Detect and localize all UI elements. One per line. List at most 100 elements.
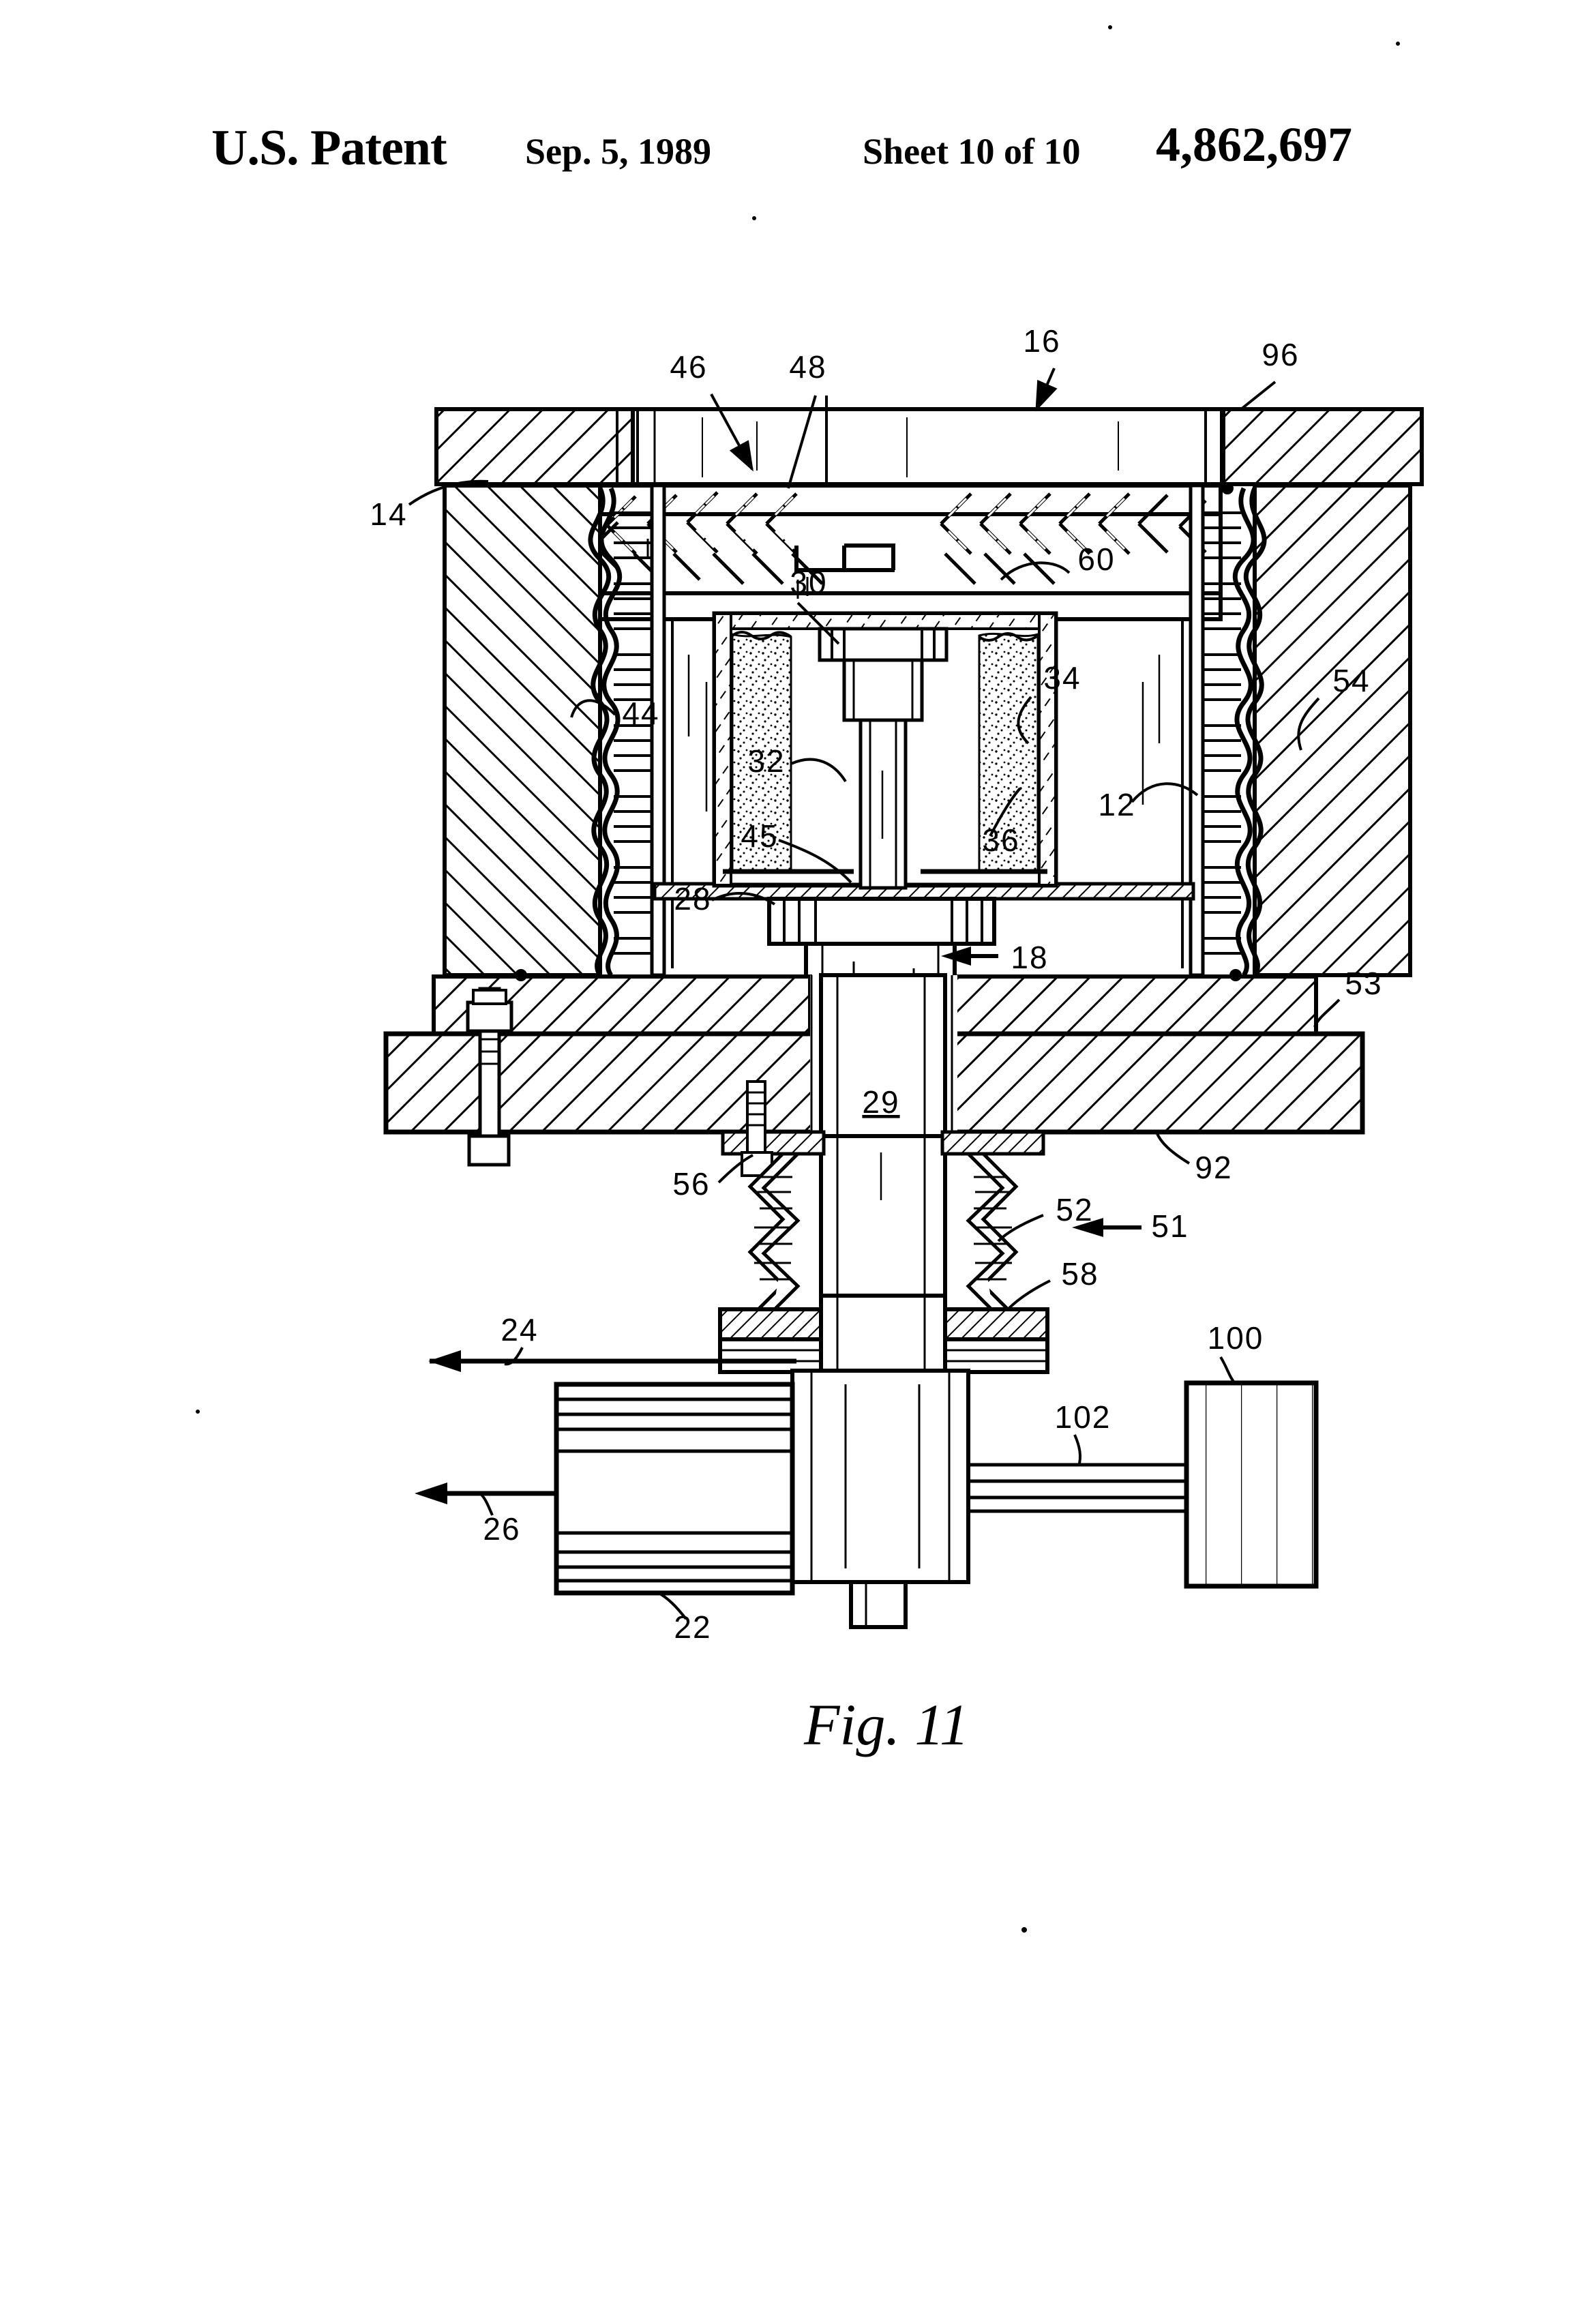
ref-numeral-24: 24 — [501, 1312, 538, 1347]
right-liner-hatch — [1203, 511, 1241, 955]
chevron-hatch-right-ticks — [947, 497, 1126, 550]
top-flange-assembly — [434, 407, 1424, 494]
figure-caption: Fig. 11 — [803, 1692, 969, 1757]
leader-102 — [1073, 1434, 1081, 1467]
drive-assembly — [415, 1350, 1319, 1629]
leader-46 — [710, 393, 753, 472]
leader-26 — [480, 1493, 494, 1516]
left-corrugated-liner-44 — [588, 487, 612, 977]
ref-numeral-92: 92 — [1195, 1150, 1232, 1185]
ref-numeral-58: 58 — [1061, 1256, 1099, 1292]
leader-22 — [657, 1592, 687, 1620]
base-seal-left — [515, 969, 527, 981]
patent-number: 4,862,697 — [1156, 117, 1352, 172]
ref-numeral-45: 45 — [741, 818, 778, 854]
ref-numeral-96: 96 — [1262, 337, 1299, 372]
print-specks — [196, 25, 1400, 1933]
ref-numeral-54: 54 — [1332, 663, 1370, 698]
shield-plate-upper — [586, 483, 1223, 516]
outlet-flow-26 — [415, 1483, 558, 1504]
leader-30 — [796, 601, 840, 645]
ref-numeral-14: 14 — [370, 496, 407, 532]
ref-numeral-34: 34 — [1043, 660, 1081, 696]
ref-numeral-22: 22 — [674, 1609, 711, 1645]
inner-wall-right — [1189, 483, 1205, 977]
leader-45 — [778, 839, 852, 884]
ref-numeral-18: 18 — [1011, 940, 1048, 975]
leader-58 — [1006, 1279, 1051, 1311]
ref-numeral-26: 26 — [483, 1511, 520, 1547]
left-corrugated-liner-inner — [599, 487, 623, 977]
leader-28 — [711, 892, 776, 906]
leader-48-a — [787, 395, 817, 489]
center-boss — [842, 658, 924, 722]
leader-24 — [504, 1347, 524, 1366]
leader-52 — [997, 1214, 1044, 1242]
ref-numeral-30: 30 — [790, 565, 827, 600]
drive-shaft-housing — [790, 1369, 970, 1584]
leader-32 — [790, 758, 847, 783]
patent-header: U.S. Patent Sep. 5, 1989 Sheet 10 of 10 … — [0, 117, 1582, 194]
ref-numeral-53: 53 — [1345, 966, 1382, 1001]
ref-numeral-48: 48 — [789, 349, 826, 385]
leader-16 — [1035, 368, 1058, 412]
base-seal-right — [1229, 969, 1242, 981]
heat-shield-assembly — [586, 483, 1223, 621]
leader-lines — [408, 368, 1341, 1620]
ref-numeral-12: 12 — [1098, 787, 1135, 822]
collar-28 — [767, 897, 996, 946]
left-wall-block — [443, 483, 602, 977]
lid-seal-right — [1221, 482, 1234, 494]
ref-numeral-28: 28 — [674, 881, 711, 917]
base-plate-assembly — [383, 969, 1365, 1167]
left-liner-hatch — [614, 511, 652, 955]
ref-numeral-52: 52 — [1056, 1192, 1093, 1227]
ref-numeral-56: 56 — [672, 1166, 710, 1202]
ref-numeral-102: 102 — [1055, 1399, 1111, 1435]
leader-44 — [570, 699, 616, 718]
ref-numeral-60: 60 — [1077, 541, 1115, 577]
reference-numerals: 46 48 16 96 14 30 60 44 34 54 32 12 45 3… — [370, 323, 1382, 1645]
leader-56 — [717, 1154, 753, 1184]
crucible-wall-left — [713, 612, 732, 887]
ref-numeral-29: 29 — [862, 1084, 899, 1120]
leader-60 — [1000, 561, 1071, 581]
ref-numeral-100: 100 — [1208, 1320, 1264, 1356]
bellows-right-hatch — [974, 1176, 1012, 1281]
shield-slab-46 — [586, 512, 1223, 595]
crucible-wall-top — [713, 612, 1057, 630]
leader-96 — [1240, 381, 1277, 411]
chamber-shading — [687, 655, 1161, 811]
leader-53 — [1313, 998, 1341, 1028]
conduit-102 — [968, 1463, 1188, 1513]
hold-down-bolt — [466, 987, 513, 1167]
ref-numeral-32: 32 — [747, 743, 785, 779]
patent-office-title: U.S. Patent — [211, 120, 447, 176]
shaft-stub — [849, 1580, 908, 1629]
mount-ring-53-right — [953, 974, 1318, 1036]
bellows-upper-flange-left — [721, 1130, 826, 1156]
inlet-flow-24 — [428, 1350, 796, 1372]
ref-numeral-36: 36 — [982, 822, 1019, 858]
furnace-body — [443, 483, 1412, 977]
bellows-bolt-56 — [741, 1080, 773, 1177]
bellows-upper-flange-right — [940, 1130, 1045, 1156]
control-block-100 — [1184, 1380, 1319, 1589]
leader-100 — [1219, 1356, 1237, 1386]
chevron-hatch-left-ticks — [613, 494, 794, 552]
crucible-assembly — [712, 611, 1058, 890]
right-top-flange — [1219, 407, 1424, 486]
ref-numeral-46: 46 — [670, 349, 707, 385]
motor-bands — [556, 1397, 792, 1583]
right-corrugated-liner-12 — [1243, 487, 1267, 977]
right-wall-block-54 — [1253, 483, 1412, 977]
ref-numeral-16: 16 — [1023, 323, 1060, 359]
charge-right-32 — [978, 632, 1039, 873]
leader-12 — [1131, 782, 1199, 803]
leader-34 — [1017, 696, 1032, 745]
sheet-number: Sheet 10 of 10 — [863, 131, 1081, 172]
crucible-wall-right — [1038, 612, 1057, 887]
